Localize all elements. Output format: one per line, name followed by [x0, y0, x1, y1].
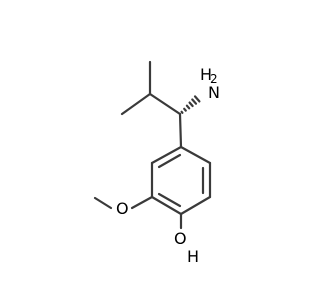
amine-n-text: N	[208, 83, 220, 102]
amine-label: H 2 N	[200, 65, 220, 102]
hydroxyl-label: O H	[174, 229, 199, 266]
amine-h-text: H	[200, 65, 212, 84]
bond-ring-methoxy-o	[130, 195, 154, 210]
molecule-structure: H 2 N O O H	[93, 60, 220, 266]
bond-stereocenter-ring	[178, 112, 183, 149]
hydroxyl-o-text: O	[174, 229, 187, 248]
amine-h-subscript: 2	[210, 72, 218, 86]
ring-bond-c6-c1	[150, 145, 183, 165]
ring-bond-c4-c5	[150, 195, 183, 216]
hashed-wedge-bond-amine	[180, 95, 201, 114]
ring-double-bond-inner-top	[157, 153, 182, 169]
ring-bond-c3-c4	[179, 195, 212, 216]
methoxy-o-text: O	[116, 199, 129, 218]
ring-bond-c1-c2	[179, 145, 212, 165]
hydroxyl-h-text: H	[187, 247, 199, 266]
ring-double-bond-inner-bottom	[157, 192, 182, 208]
bond-isopropyl-stereocenter	[148, 92, 182, 116]
bond-methyl-left	[120, 92, 152, 116]
bond-methoxy-o-methyl	[93, 196, 113, 210]
